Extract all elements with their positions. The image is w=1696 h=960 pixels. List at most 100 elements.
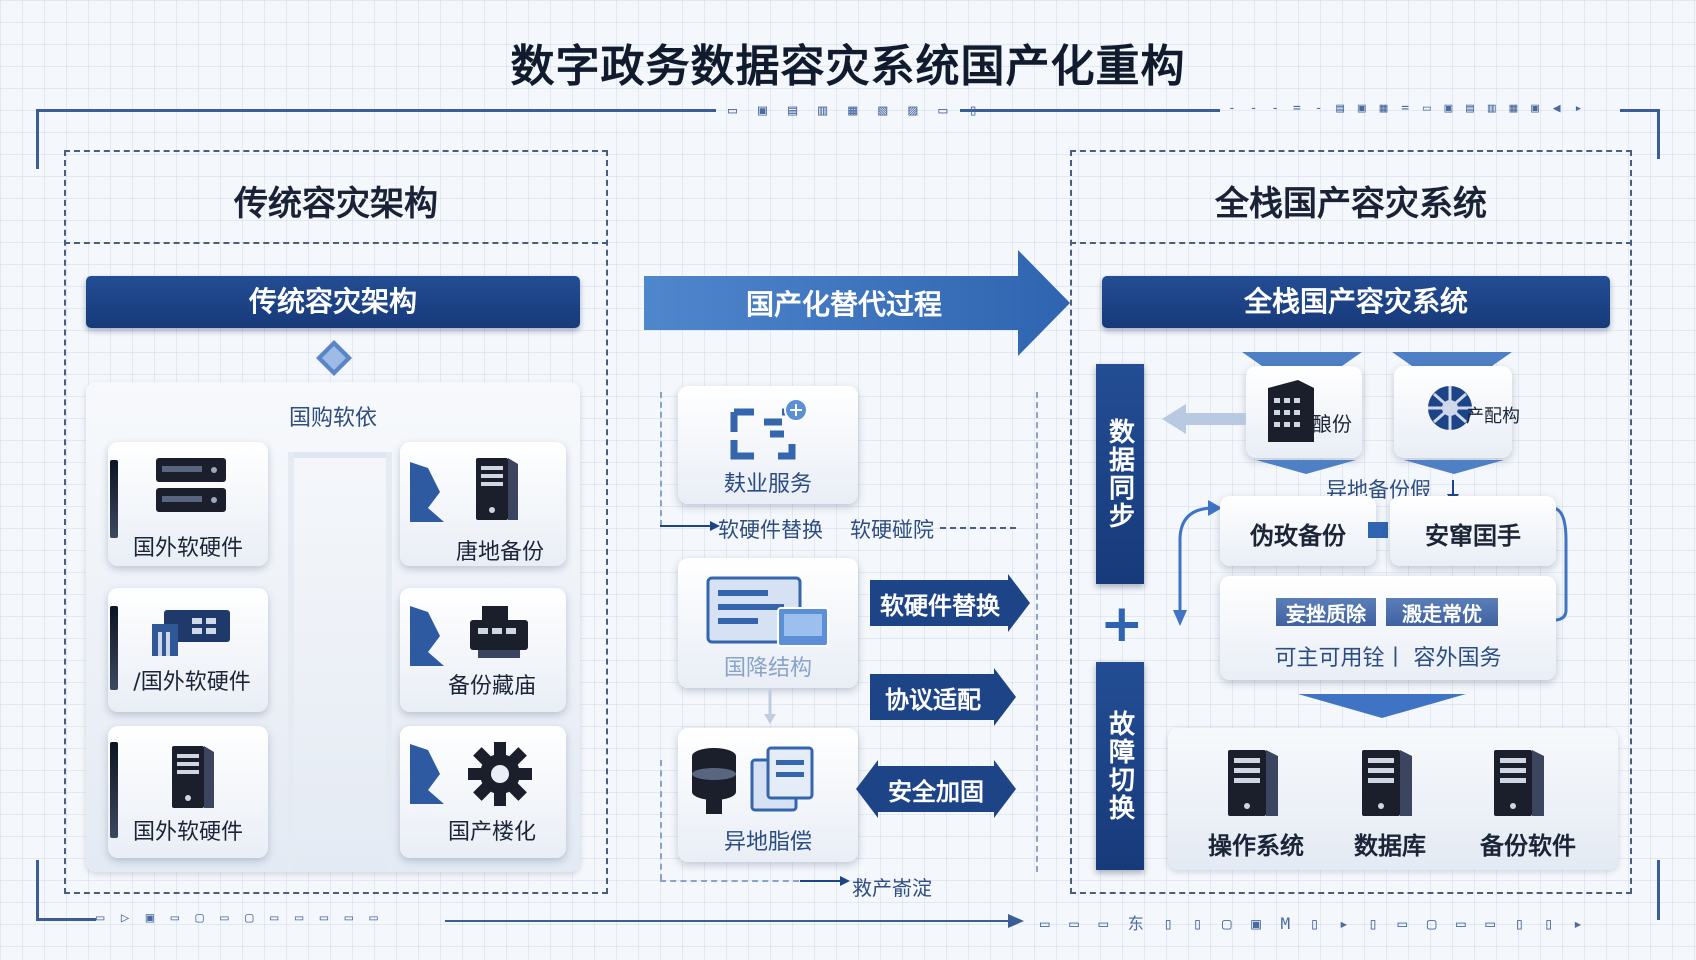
network-device-icon (152, 610, 230, 656)
row1-dash (940, 527, 1016, 529)
vbar-data-sync: 数据同步 (1096, 364, 1144, 584)
frame-bottom-mid-line (445, 920, 1015, 922)
vbar-failover: 故障切换 (1096, 662, 1144, 870)
middle-card-3-label: 异地脂偿 (723, 830, 812, 855)
building-server-icon (1268, 380, 1314, 442)
bottom-small-arrow (800, 876, 850, 886)
left-card-4-label: 唐地备份 (455, 540, 544, 565)
right-panel (1070, 150, 1632, 894)
arrow-tag-2 (870, 668, 1016, 726)
arrow-tag-1-label: 软硬件替换 (880, 591, 1000, 620)
pill-right: 溵走常优 (1386, 598, 1498, 626)
server-rack-icon (156, 458, 226, 512)
box-right-label: 安窜囯手 (1425, 522, 1521, 550)
plus-icon: + (1100, 594, 1144, 654)
frame-right-top-tick (1657, 109, 1660, 159)
ribbon-shape-icon (410, 606, 444, 666)
funnel-top-1 (1242, 352, 1362, 366)
right-banner: 全栈国产容灾系统 (1102, 276, 1610, 328)
process-banner-label: 国产化替代过程 (745, 288, 942, 321)
globe-network-icon (1428, 386, 1472, 430)
middle-card-1: 麸业服务 (678, 386, 858, 504)
right-icon-card-1: 酿份 (1246, 366, 1362, 458)
left-card-6: 国产楼化 (400, 726, 566, 858)
left-banner: 传统容灾架构 (86, 276, 580, 328)
box-left: 伪玫备份 (1220, 496, 1376, 566)
loop-arrows (1173, 500, 1568, 626)
card-edge (110, 742, 118, 838)
left-card-2: /国外软硬件 (108, 588, 268, 712)
bottom-card-1-label: 操作系统 (1208, 832, 1304, 860)
right-icon-card-1-label: 酿份 (1312, 412, 1352, 436)
left-card-3: 国外软硬件 (108, 726, 268, 858)
left-card-1-label: 国外软硬件 (132, 536, 243, 561)
diamond-icon (316, 340, 352, 376)
frame-left-bottom-tick (36, 860, 39, 920)
left-panel-heading: 传统容灾架构 (234, 184, 438, 224)
left-card-1: 国外软硬件 (108, 442, 268, 566)
frame-bottom-arrow-icon (1008, 914, 1024, 928)
arrow-tag-1 (870, 574, 1030, 632)
frame-top-left-line (36, 109, 716, 112)
left-card-5-label: 备份藏庙 (447, 674, 536, 699)
mid-down-arrow (764, 690, 776, 724)
box-link (1368, 522, 1388, 538)
frame-left-top-tick (36, 109, 39, 169)
box-left-label: 伪玫备份 (1250, 522, 1346, 550)
middle-card-3: 异地脂偿 (678, 728, 858, 862)
tower-server-icon (1228, 750, 1278, 816)
mid-guide-v1 (660, 392, 662, 526)
row1-arrow (660, 521, 720, 531)
arrow-tag-3-label: 安全加固 (888, 777, 984, 806)
mid-guide-v-right (1036, 392, 1038, 872)
row1-right-label: 软硬碰院 (850, 518, 934, 542)
right-icon-card-2: 产配构 (1394, 366, 1520, 458)
arrow-tag-2-label: 协议适配 (885, 685, 981, 714)
bottom-card-3-label: 备份软件 (1480, 832, 1576, 860)
database-stack-icon (692, 746, 814, 814)
frame-top-mid-line (960, 109, 1220, 112)
left-connector-v2 (386, 452, 392, 872)
bottom-decorative-strip-right: ▭ ▭ ▭ 东 ▯ ▯ ▢ ▣ M ▯ ▸ ▯ ▭ ▢ ▭ ▭ ▯ ▯ ▸ (1040, 914, 1588, 933)
card-edge (110, 606, 118, 690)
right-icon-card-2-label: 产配构 (1466, 406, 1520, 427)
arrow-tag-3 (856, 760, 1016, 818)
middle-card-1-label: 麸业服务 (723, 472, 812, 497)
card-edge (110, 460, 118, 538)
bottom-card-2: 数据库 (1334, 744, 1446, 860)
mid-guide-h-bottom (660, 880, 840, 882)
tower-server-icon (172, 746, 214, 808)
frame-right-bottom-tick (1657, 860, 1660, 920)
printer-icon (470, 606, 528, 658)
right-panel-divider (1070, 242, 1632, 244)
left-panel (64, 150, 608, 894)
service-grid-icon (730, 398, 808, 460)
left-arrow-sync (1162, 404, 1246, 434)
left-connector-v1 (288, 452, 294, 872)
left-panel-divider (64, 242, 608, 244)
ribbon-shape-icon (410, 744, 444, 804)
mid-guide-v2 (660, 760, 662, 880)
top-decorative-strip: ▭ ▣ ▤ ▥ ▦ ▧ ▨ ▭ ▯ (728, 101, 984, 119)
page-title: 数字政务数据容灾系统国产化重构 (510, 41, 1186, 92)
row1-left-label: 软硬件替换 (718, 518, 823, 542)
tower-server-icon (476, 458, 518, 520)
bottom-decorative-strip-left: ▭ ▷ ▣ ▭ ▢ ▭ ▢ ▭ ▭ ▭ ▭ ▭ (96, 910, 382, 926)
box-right: 安窜囯手 (1390, 496, 1556, 566)
funnel-top-2 (1392, 352, 1512, 366)
down-triangle (1298, 694, 1466, 718)
left-card-3-label: 国外软硬件 (132, 820, 243, 845)
funnel-bottom-2 (1404, 460, 1504, 474)
frame-top-right-line (1620, 109, 1660, 112)
structure-monitor-icon (706, 576, 829, 647)
left-card-4: 唐地备份 (400, 442, 566, 566)
process-big-arrow (644, 250, 1070, 356)
left-card-2-label: /国外软硬件 (133, 670, 251, 695)
top-decorative-strip-right: - - - = - ▤ ▣ ▦ = ▭ ▣ ▤ ▥ ▦ ▣ ◀ ▸ (1228, 101, 1586, 116)
info-card: 妄挫质除 溵走常优 可主可用铨丨 容外国务 (1220, 576, 1556, 680)
tower-server-icon (1494, 750, 1544, 816)
tower-server-icon (1362, 750, 1412, 816)
left-card-6-label: 国产楼化 (447, 820, 536, 845)
right-panel-heading: 全栈国产容灾系统 (1215, 184, 1487, 224)
funnel-bottom-1 (1256, 460, 1356, 474)
